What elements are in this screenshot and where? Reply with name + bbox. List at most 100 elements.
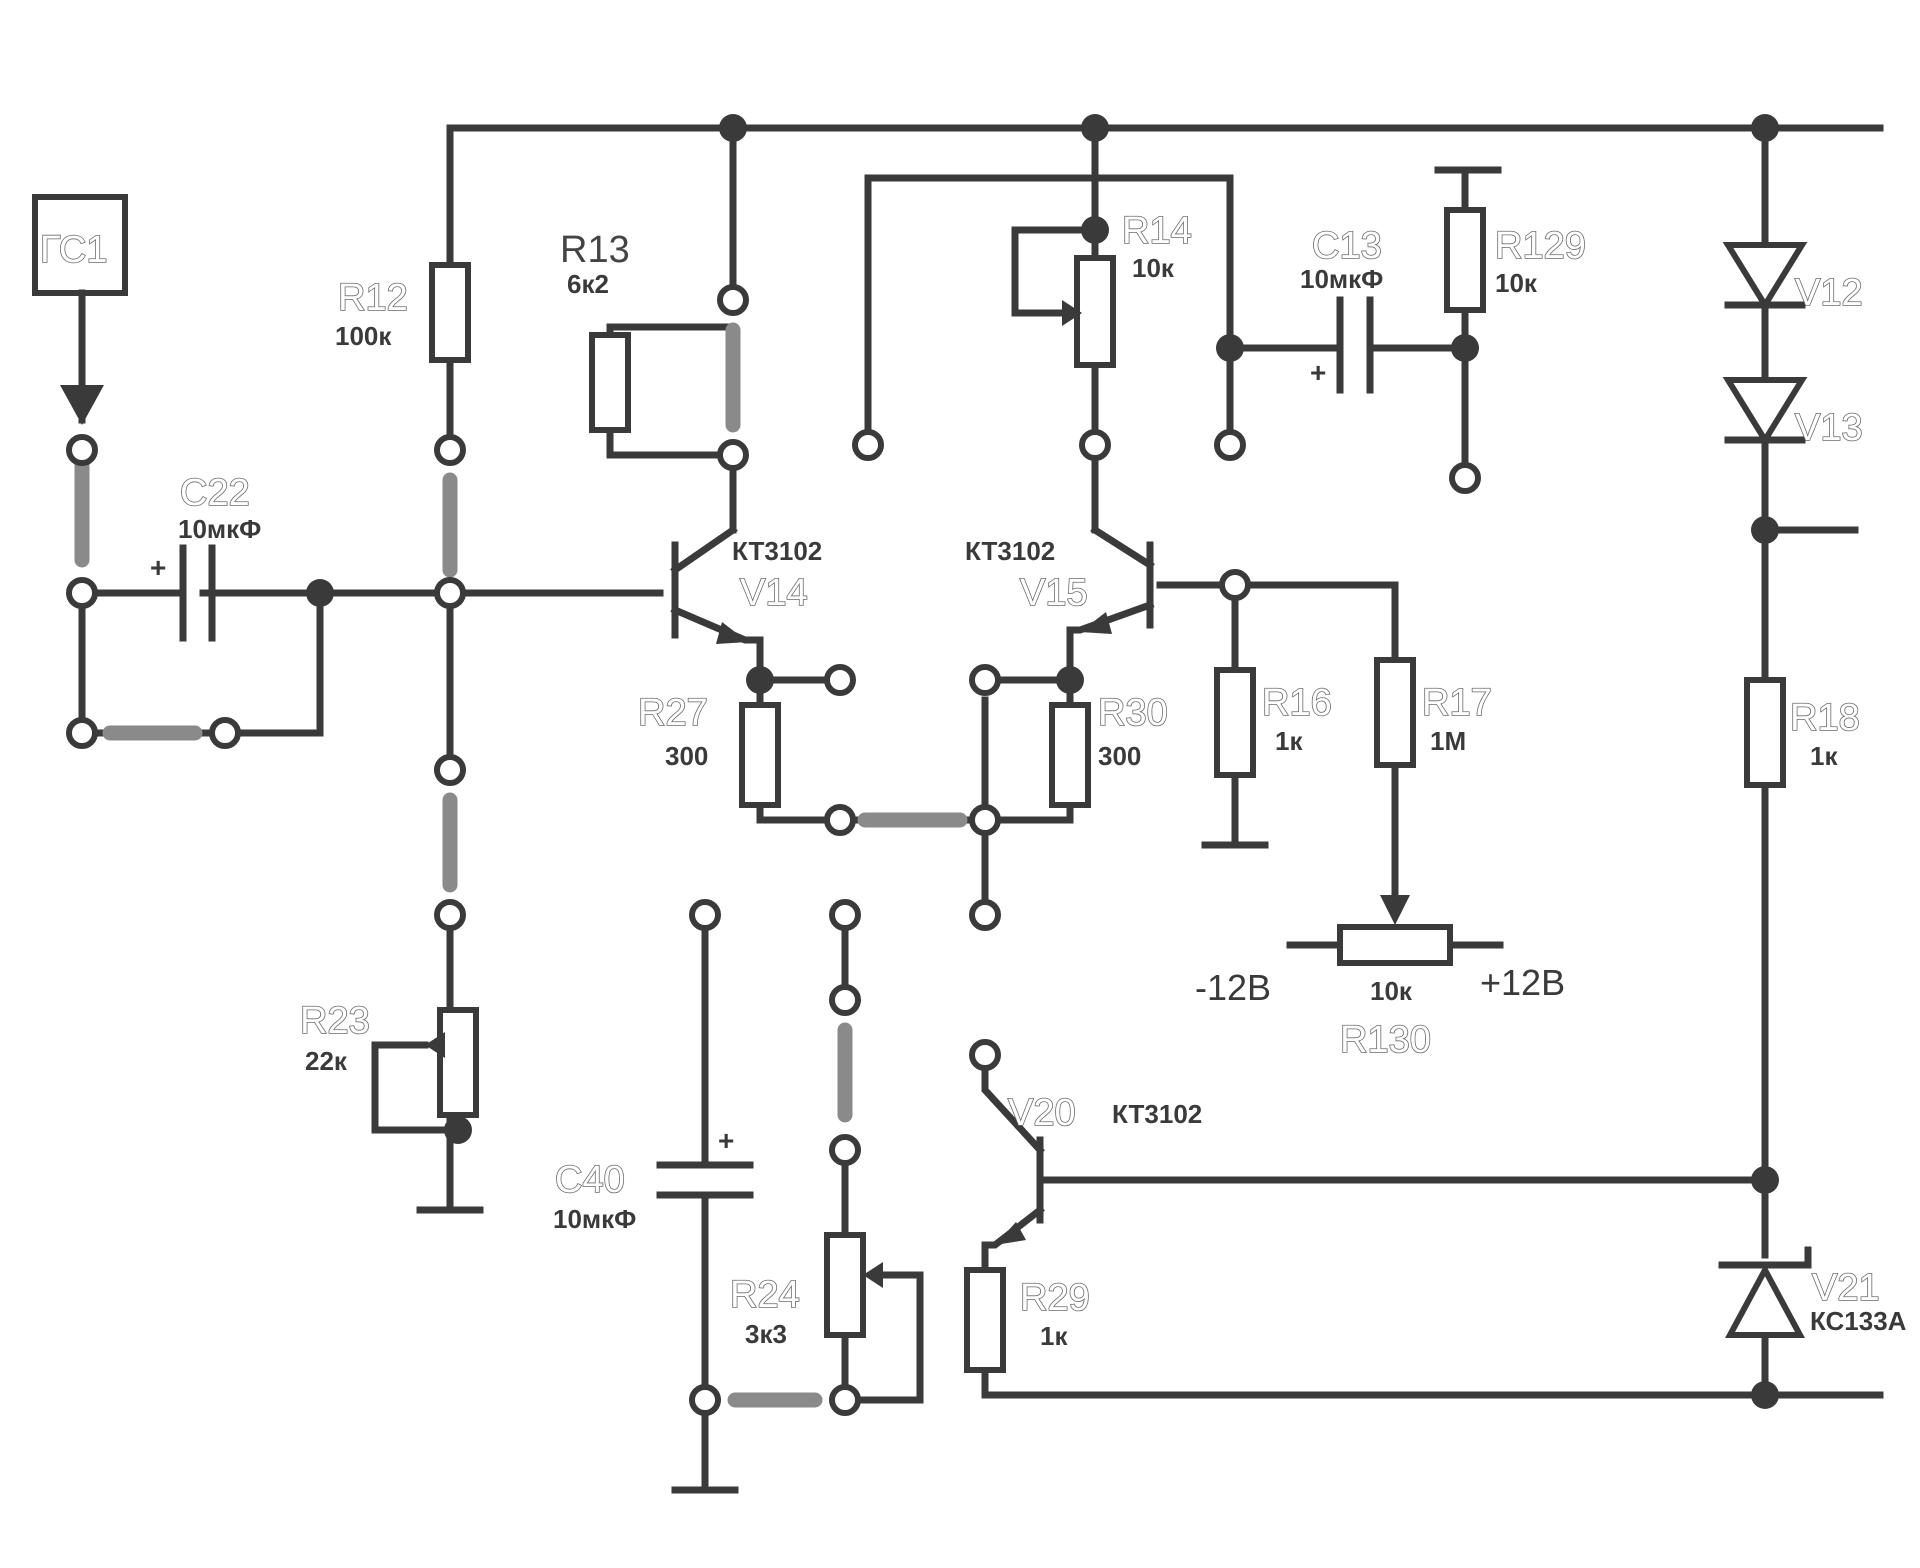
v20-ref: V20 — [1008, 1092, 1076, 1134]
pad — [829, 984, 861, 1016]
v15-collector — [1090, 525, 1155, 570]
c13-value: 10мкФ — [1300, 264, 1383, 294]
wire-v20 — [981, 1051, 1884, 1399]
pad — [969, 664, 1001, 696]
r24-body — [824, 1232, 866, 1338]
r14-body — [1074, 255, 1116, 368]
input-arrow-head — [60, 385, 104, 425]
c22-polarity: + — [150, 552, 166, 583]
r16-ref: R16 — [1262, 682, 1332, 724]
pad — [689, 1384, 721, 1416]
v14-ref: V14 — [740, 572, 808, 614]
pad — [209, 717, 241, 749]
v12-ref: V12 — [1795, 272, 1863, 314]
pad — [434, 754, 466, 786]
r14-value: 10к — [1132, 253, 1175, 283]
pad — [66, 434, 98, 466]
v21-zener — [1724, 1263, 1806, 1338]
v20-type: КТ3102 — [1112, 1099, 1202, 1129]
r12-ref: R12 — [338, 277, 408, 319]
pad — [66, 717, 98, 749]
junctions — [306, 114, 1779, 1409]
labels: ГС1 C22 10мкФ + C13 10мкФ + C40 10мкФ + … — [39, 209, 1907, 1351]
v14-emitter — [670, 605, 764, 679]
r27-body — [739, 702, 781, 808]
pad — [1079, 429, 1111, 461]
junction — [1081, 216, 1109, 244]
v12-diode — [1722, 242, 1808, 311]
r23-wiper-arrow — [425, 1032, 445, 1058]
wire-r13 — [606, 124, 737, 534]
jumpers — [74, 322, 968, 1408]
r29-body — [964, 1267, 1006, 1373]
c22-value: 10мкФ — [178, 514, 261, 544]
pad — [1214, 429, 1246, 461]
pad — [829, 1384, 861, 1416]
c22-plates — [179, 544, 216, 642]
wire-loop-top — [864, 174, 1344, 449]
r30-value: 300 — [1098, 741, 1141, 771]
v15-emitter — [1066, 600, 1155, 669]
r13-body — [589, 332, 631, 433]
v20-emitter-arrow — [995, 1222, 1026, 1245]
v15-ref: V15 — [1020, 572, 1088, 614]
junction — [1751, 114, 1779, 142]
r23-ref: R23 — [300, 1000, 370, 1042]
r17-value: 1М — [1430, 726, 1466, 756]
v13-diode — [1722, 377, 1808, 446]
supply-negative: -12В — [1195, 967, 1271, 1008]
r13-ref: R13 — [560, 229, 630, 271]
r24-value: 3к3 — [745, 1319, 787, 1349]
c40-value: 10мкФ — [553, 1204, 636, 1234]
junction — [1751, 1381, 1779, 1409]
c40-polarity: + — [718, 1125, 734, 1156]
wire-v15-base — [1156, 581, 1399, 909]
r16-value: 1к — [1275, 726, 1303, 756]
c13-plates — [1336, 296, 1374, 394]
junction — [1216, 334, 1244, 362]
r14-wiper-arrow — [1062, 300, 1082, 326]
junction — [746, 666, 774, 694]
junction — [1451, 334, 1479, 362]
junction — [444, 1116, 472, 1144]
c13-ref: C13 — [1312, 225, 1382, 267]
junction — [719, 114, 747, 142]
c40-plates — [656, 1161, 754, 1199]
input-box — [32, 194, 128, 296]
r16-body — [1214, 667, 1256, 778]
r13-value: 6к2 — [567, 269, 609, 299]
r130-value: 10к — [1370, 976, 1413, 1006]
pad — [717, 439, 749, 471]
r17-body — [1374, 657, 1416, 768]
pad — [829, 899, 861, 931]
pad — [1449, 462, 1481, 494]
wire-input — [78, 286, 664, 737]
pad — [969, 899, 1001, 931]
r18-body — [1744, 677, 1786, 788]
r130-body — [1337, 924, 1453, 966]
pad — [829, 1134, 861, 1166]
r18-ref: R18 — [1790, 697, 1860, 739]
r29-ref: R29 — [1020, 1277, 1090, 1319]
junction — [1751, 516, 1779, 544]
v21-type: КС133А — [1810, 1306, 1907, 1336]
components — [32, 194, 1812, 1373]
junction — [1081, 114, 1109, 142]
junction — [1056, 666, 1084, 694]
r30-body — [1049, 702, 1091, 808]
r30-ref: R30 — [1098, 692, 1168, 734]
r18-value: 1к — [1810, 741, 1838, 771]
pad — [824, 804, 856, 836]
pad — [717, 284, 749, 316]
r14-ref: R14 — [1122, 210, 1192, 252]
r23-value: 22к — [305, 1046, 348, 1076]
c40-ref: C40 — [555, 1159, 625, 1201]
v13-ref: V13 — [1795, 407, 1863, 449]
supply-positive: +12В — [1480, 962, 1565, 1003]
pad — [434, 434, 466, 466]
r130-wiper-arrow — [1380, 895, 1410, 925]
pad — [689, 899, 721, 931]
wire-v14 — [756, 671, 989, 919]
r129-body — [1444, 207, 1486, 313]
